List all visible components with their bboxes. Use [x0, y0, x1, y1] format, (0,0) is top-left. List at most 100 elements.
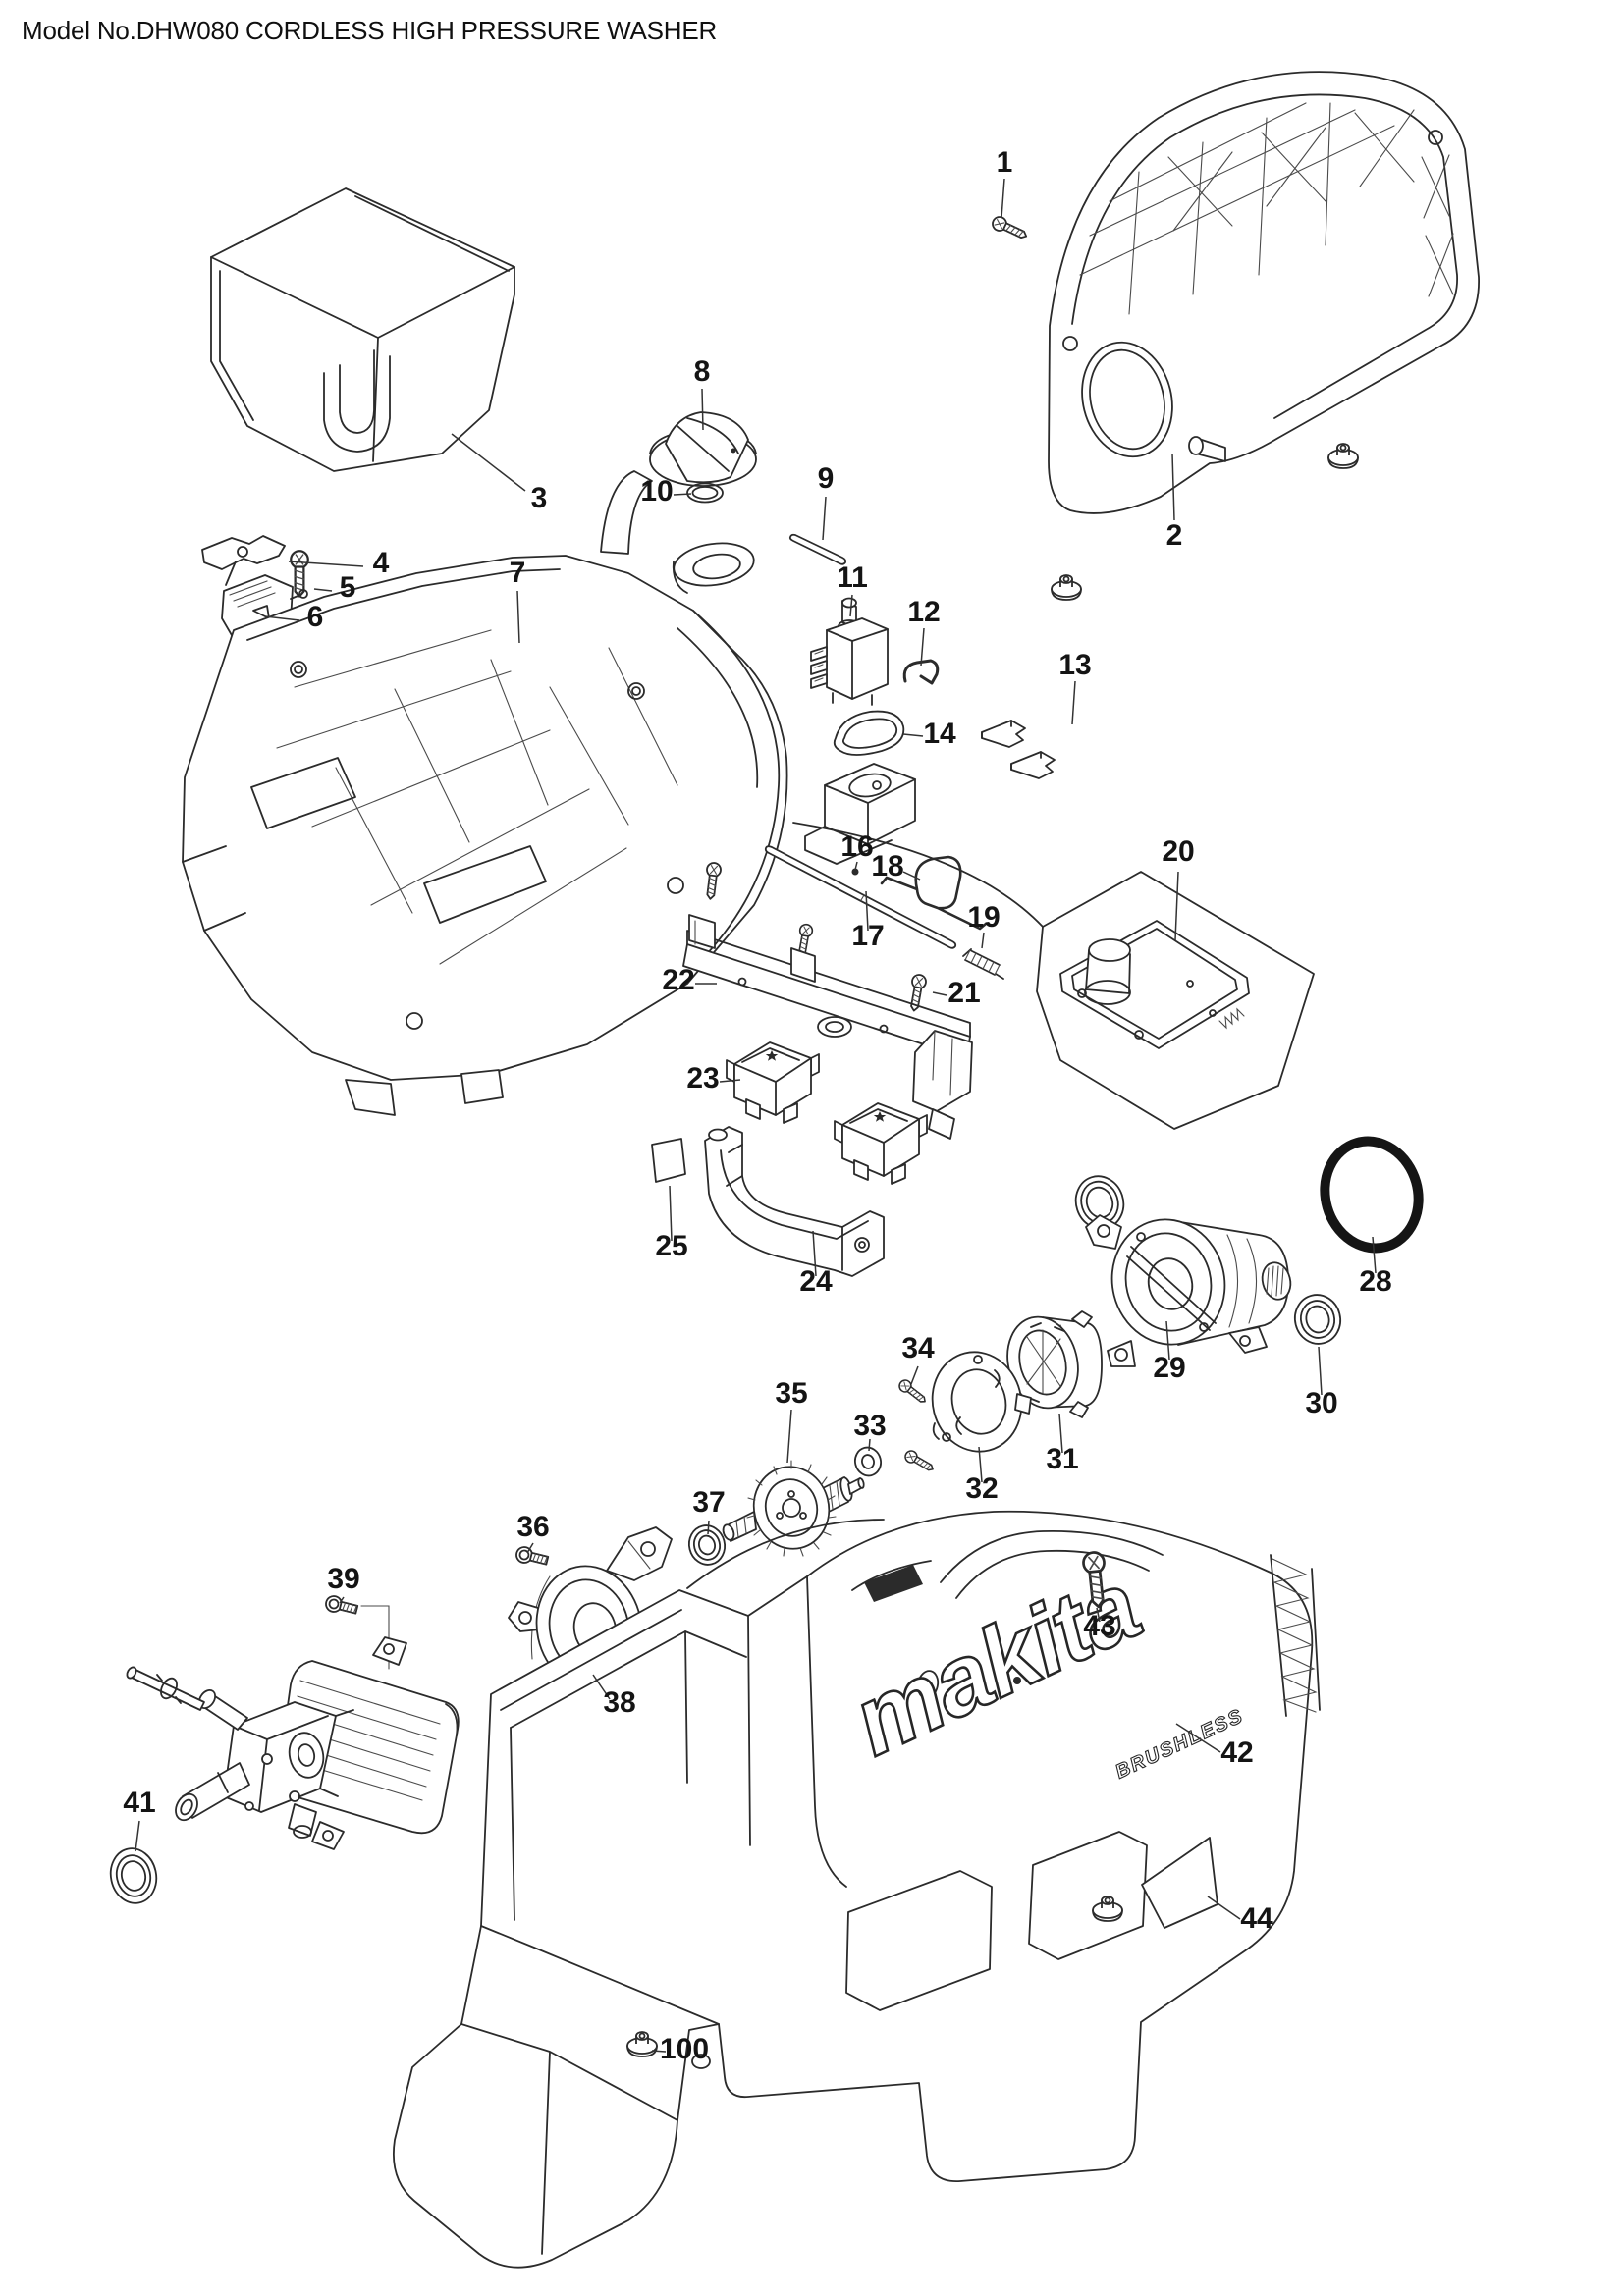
diagram-title: Model No.DHW080 CORDLESS HIGH PRESSURE W…	[22, 16, 718, 45]
part-5-screw	[290, 550, 309, 598]
leader-line-29	[1165, 1320, 1170, 1361]
leader-line-23	[719, 1079, 741, 1083]
part-pump-assembly	[126, 1636, 460, 1850]
part-label-39: 39	[327, 1563, 359, 1595]
leader-line-16	[854, 861, 858, 871]
part-29-motor-housing	[1085, 1214, 1292, 1367]
part-labels: 1234567891011121314161718192021222324252…	[123, 146, 1391, 2065]
part-label-30: 30	[1305, 1387, 1337, 1419]
part-label-100: 100	[660, 2033, 709, 2065]
leader-line-38	[592, 1674, 611, 1700]
part-label-10: 10	[640, 475, 673, 507]
part-label-17: 17	[851, 920, 884, 952]
leader-line-5	[313, 588, 333, 592]
part-14-gasket	[833, 710, 905, 756]
part-37-bearing	[687, 1524, 727, 1566]
part-42-tank: makita BRUSHLESS	[393, 1510, 1321, 2269]
leader-line-1	[1001, 178, 1005, 219]
part-18-wire-handle	[880, 855, 988, 931]
part-label-33: 33	[853, 1410, 886, 1442]
part-36-bolt	[514, 1544, 551, 1570]
part-16-pin	[851, 868, 859, 876]
part-label-1: 1	[997, 146, 1013, 179]
part-label-42: 42	[1220, 1736, 1253, 1769]
part-label-20: 20	[1162, 835, 1194, 868]
part-24-holder	[704, 1126, 885, 1277]
part-17-rod	[764, 845, 957, 949]
leader-line-2	[1171, 453, 1175, 521]
leader-line-14	[902, 733, 924, 737]
part-label-31: 31	[1046, 1443, 1078, 1475]
leader-line-34	[910, 1365, 919, 1385]
leader-line-39	[339, 1596, 345, 1604]
part-label-11: 11	[837, 561, 868, 594]
part-8-knob	[649, 411, 757, 487]
part-label-35: 35	[775, 1377, 807, 1410]
leader-line-37	[707, 1520, 710, 1535]
part-32-baffle	[931, 1351, 1032, 1453]
leader-line-44	[1207, 1896, 1241, 1920]
part-label-24: 24	[799, 1265, 833, 1298]
part-label-14: 14	[923, 718, 956, 750]
part-11-switch	[810, 597, 889, 706]
part-label-37: 37	[692, 1486, 725, 1519]
part-23-connector-housings	[726, 1041, 928, 1185]
part-20-plate-assembly	[792, 822, 1315, 1130]
part-41-seal	[109, 1847, 158, 1904]
part-label-6: 6	[307, 601, 324, 633]
part-label-22: 22	[662, 964, 694, 996]
leader-line-17	[865, 890, 869, 932]
part-label-3: 3	[531, 482, 548, 514]
leader-line-24	[812, 1230, 817, 1277]
leader-line-43	[1096, 1607, 1101, 1623]
part-13-terminals	[981, 720, 1056, 779]
leader-line-4	[288, 561, 364, 567]
leader-line-3	[451, 433, 526, 492]
leader-line-10	[673, 493, 692, 496]
leader-line-21	[932, 991, 947, 996]
leader-line-12	[920, 627, 925, 667]
leader-line-41	[135, 1820, 140, 1852]
part-label-34: 34	[901, 1332, 935, 1364]
part-label-9: 9	[818, 462, 835, 495]
part-label-19: 19	[967, 901, 1000, 934]
part-2-right-cover	[1048, 71, 1480, 514]
leader-line-30	[1318, 1346, 1323, 1396]
part-22-rail	[682, 914, 973, 1140]
part-label-25: 25	[655, 1230, 687, 1262]
part-label-7: 7	[510, 557, 526, 589]
part-3-top-cover	[210, 187, 515, 472]
leader-line-33	[868, 1438, 871, 1452]
part-7-main-housing	[182, 470, 788, 1116]
part-34-screws	[895, 1376, 937, 1475]
part-label-41: 41	[123, 1787, 155, 1819]
part-label-38: 38	[603, 1686, 635, 1719]
part-1-screw	[989, 213, 1031, 243]
leader-line-19	[981, 932, 985, 949]
part-label-21: 21	[947, 977, 980, 1009]
leader-line-7	[516, 590, 520, 644]
leader-line-100	[651, 2050, 667, 2053]
part-label-32: 32	[965, 1472, 998, 1505]
part-19-spring	[962, 948, 1004, 980]
leader-line-35	[786, 1409, 792, 1464]
part-4-lever	[201, 535, 286, 586]
part-33-washer	[854, 1446, 882, 1477]
part-44-sticker	[1141, 1837, 1218, 1929]
part-label-43: 43	[1083, 1610, 1115, 1642]
part-label-23: 23	[686, 1062, 719, 1095]
part-label-13: 13	[1058, 649, 1091, 681]
part-label-8: 8	[694, 355, 711, 388]
leader-line-13	[1071, 680, 1076, 725]
part-25-sticker	[651, 1138, 686, 1183]
part-12-clip	[902, 659, 940, 685]
leader-line-11	[849, 594, 853, 617]
leader-line-32	[978, 1446, 983, 1483]
leader-line-36	[526, 1542, 534, 1554]
leader-line-25	[669, 1185, 673, 1242]
part-label-18: 18	[871, 850, 903, 882]
part-label-12: 12	[907, 596, 940, 628]
leader-line-28	[1372, 1236, 1377, 1274]
part-31-stator	[1006, 1310, 1103, 1418]
